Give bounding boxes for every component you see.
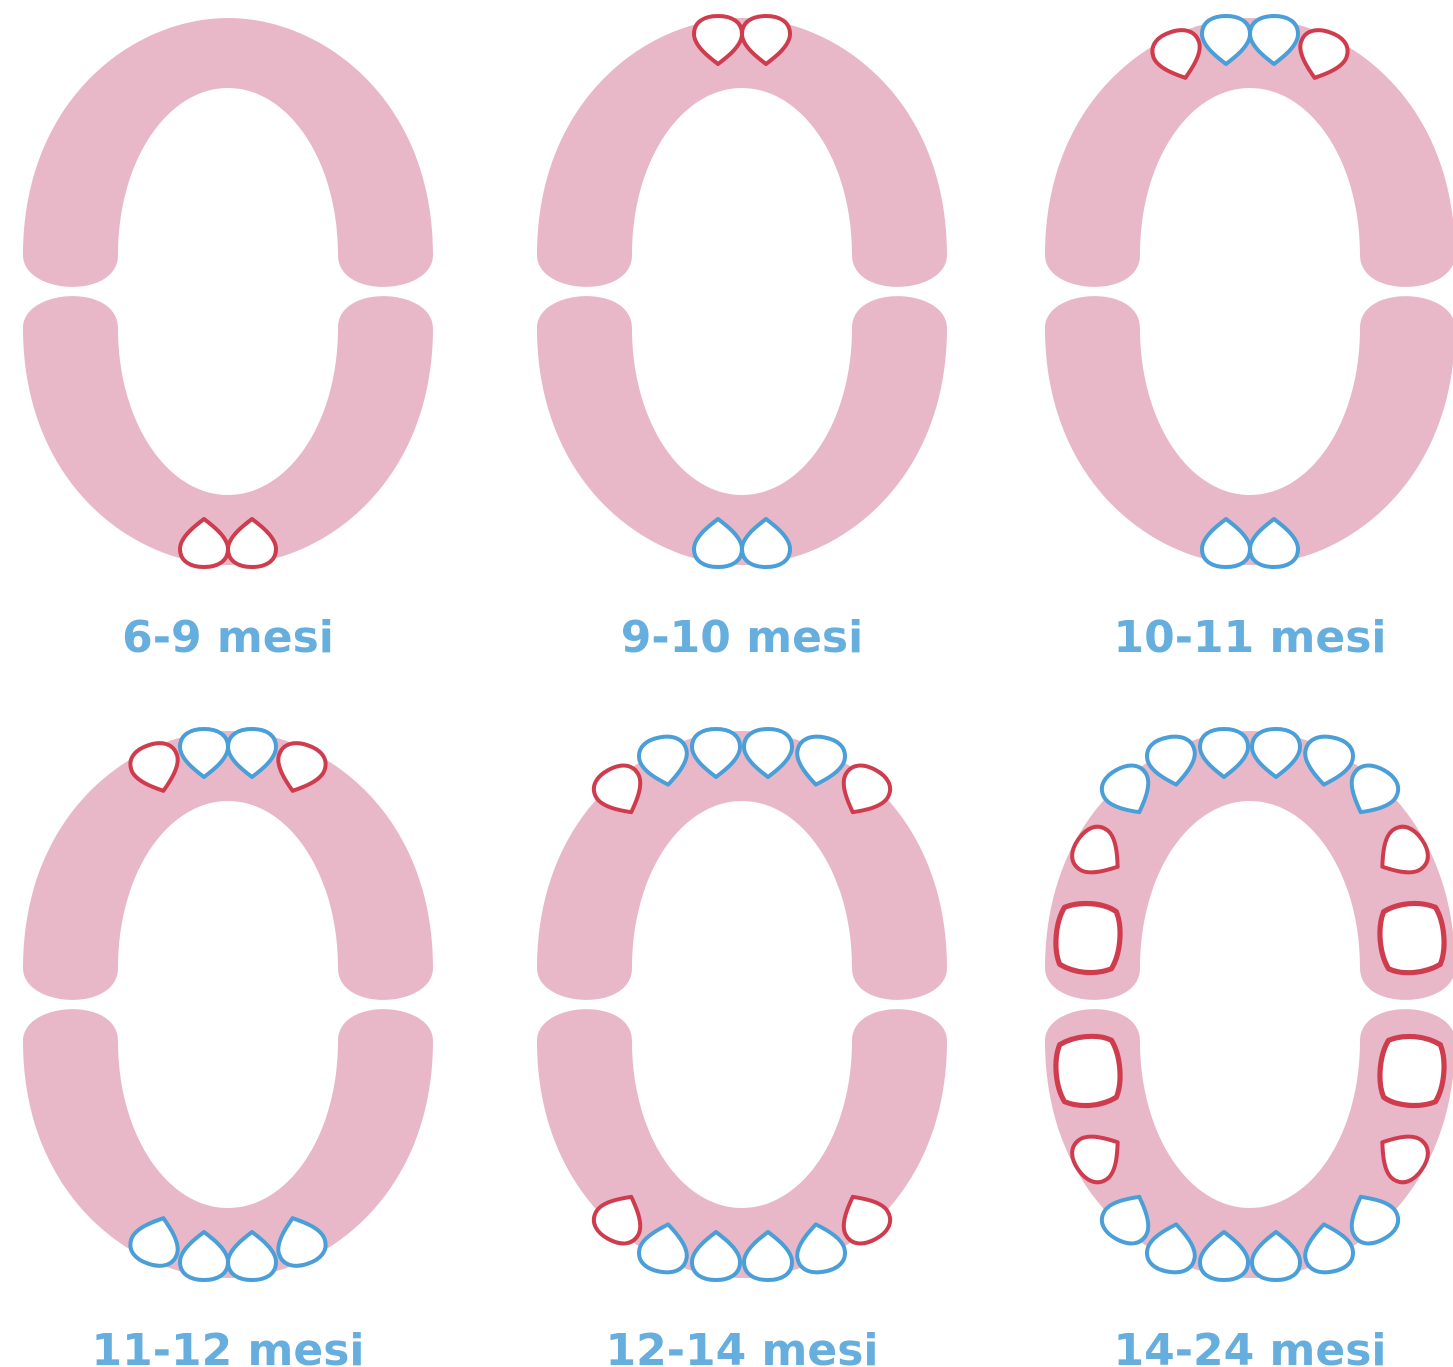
stage-panel: 9-10 mesi [537, 16, 947, 663]
stage-label: 12-14 mesi [605, 1325, 878, 1367]
upper-gum [537, 18, 947, 287]
stage-panel: 6-9 mesi [23, 18, 433, 663]
stage-label: 14-24 mesi [1113, 1325, 1386, 1367]
stage-panel: 10-11 mesi [1045, 16, 1453, 663]
stage-panel: 12-14 mesi [537, 729, 947, 1367]
stage-label: 6-9 mesi [122, 612, 334, 663]
stage-panel: 14-24 mesi [1045, 729, 1453, 1367]
lower-gum [537, 1009, 947, 1278]
lower-second-molar-left-tooth [1053, 1034, 1122, 1108]
stage-label: 11-12 mesi [91, 1325, 364, 1367]
lower-gum [537, 296, 947, 565]
stage-label: 10-11 mesi [1113, 612, 1386, 663]
lower-second-molar-right-tooth [1377, 1034, 1446, 1108]
upper-second-molar-left-tooth [1053, 901, 1122, 975]
stage-panel: 11-12 mesi [23, 729, 433, 1367]
upper-gum [537, 731, 947, 1000]
upper-second-molar-right-tooth [1377, 901, 1446, 975]
stage-label: 9-10 mesi [621, 612, 863, 663]
upper-gum [1045, 18, 1453, 287]
lower-gum [23, 1009, 433, 1278]
upper-gum [23, 18, 433, 287]
lower-gum [1045, 296, 1453, 565]
upper-gum [23, 731, 433, 1000]
lower-gum [23, 296, 433, 565]
